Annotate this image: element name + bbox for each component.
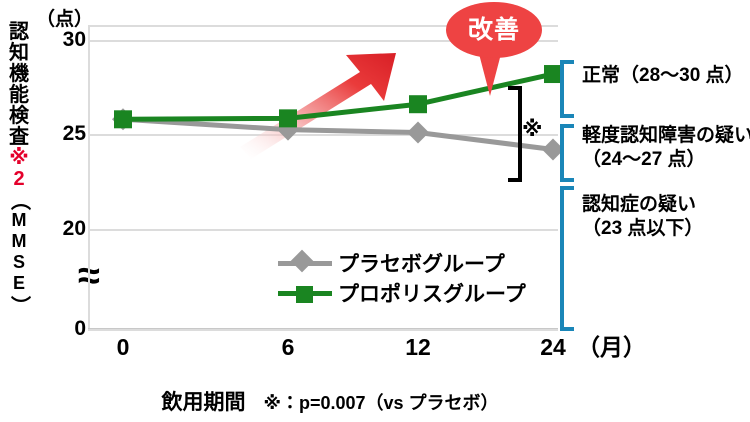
- gridline: [88, 40, 558, 43]
- y-axis-title-char: 機: [9, 63, 29, 85]
- legend-marker-icon: [278, 280, 332, 306]
- bottom-caption: 飲用期間 ※：p=0.007（vs プラセボ）: [0, 386, 660, 416]
- improvement-callout: 改善: [446, 2, 542, 58]
- score-category-line: （23 点以下）: [582, 218, 704, 240]
- significance-bracket: [508, 86, 522, 182]
- legend-marker-icon: [278, 249, 332, 276]
- score-category-line: 軽度認知障害の疑い: [582, 125, 750, 146]
- x-axis-title: 飲用期間: [161, 391, 246, 414]
- legend-item[interactable]: プロポリスグループ: [278, 278, 538, 308]
- score-category-line: （24～27 点）: [582, 149, 706, 171]
- x-axis-unit-label: （月）: [577, 334, 646, 360]
- score-category-line: 認知症の疑い: [582, 194, 697, 215]
- y-axis-title-char: 検: [9, 105, 29, 127]
- legend-item-label: プラセボグループ: [338, 253, 505, 276]
- y-axis-title-char: M: [11, 210, 27, 230]
- y-axis-title-char: 能: [9, 84, 29, 106]
- score-category-line: 正常（28～30 点）: [582, 65, 744, 86]
- x-axis-tick-label: 0: [116, 334, 130, 360]
- y-axis-line: [88, 25, 90, 331]
- score-category-label: 軽度認知障害の疑い （24～27 点）: [582, 124, 750, 173]
- y-axis-title-char: E: [12, 273, 25, 293]
- score-category-bracket: [560, 186, 574, 331]
- improvement-callout-label: 改善: [467, 15, 520, 44]
- y-axis-title-char: 知: [9, 42, 29, 64]
- y-axis-title-char: ※: [9, 147, 29, 169]
- y-axis-title-char: 査: [9, 126, 29, 148]
- y-axis-title-char: M: [11, 231, 27, 251]
- y-axis-tick-label: 0: [74, 317, 86, 340]
- legend-item[interactable]: プラセボグループ: [278, 248, 538, 278]
- score-category-bracket: [560, 60, 574, 118]
- score-category-bracket: [560, 124, 574, 182]
- y-axis-tick-label: 20: [62, 216, 86, 240]
- score-category-label: 正常（28～30 点）: [582, 64, 744, 88]
- y-axis-tick-label: 30: [62, 28, 86, 52]
- y-axis-title-char: 2: [13, 168, 25, 190]
- x-axis-tick-label: 12: [405, 334, 431, 360]
- x-axis-tick-label: 6: [281, 334, 295, 360]
- gridline: [88, 329, 558, 331]
- p-value-note: ※：p=0.007（vs プラセボ）: [263, 393, 499, 413]
- legend: プラセボグループプロポリスグループ: [278, 248, 538, 308]
- y-axis-tick-labels: （点） 30 25 20 0: [30, 0, 94, 380]
- significance-mark: ※: [522, 118, 543, 141]
- plot-top-border: [88, 25, 558, 27]
- y-axis-title-char: S: [12, 252, 25, 272]
- score-category-label: 認知症の疑い （23 点以下）: [582, 193, 703, 242]
- y-axis-title-char: 認: [9, 21, 29, 43]
- y-axis-tick-label: 25: [62, 122, 86, 146]
- y-axis-unit-label: （点）: [36, 9, 94, 31]
- x-axis-tick-label: 24: [540, 334, 566, 360]
- gridline: [88, 228, 558, 231]
- legend-item-label: プロポリスグループ: [338, 283, 526, 306]
